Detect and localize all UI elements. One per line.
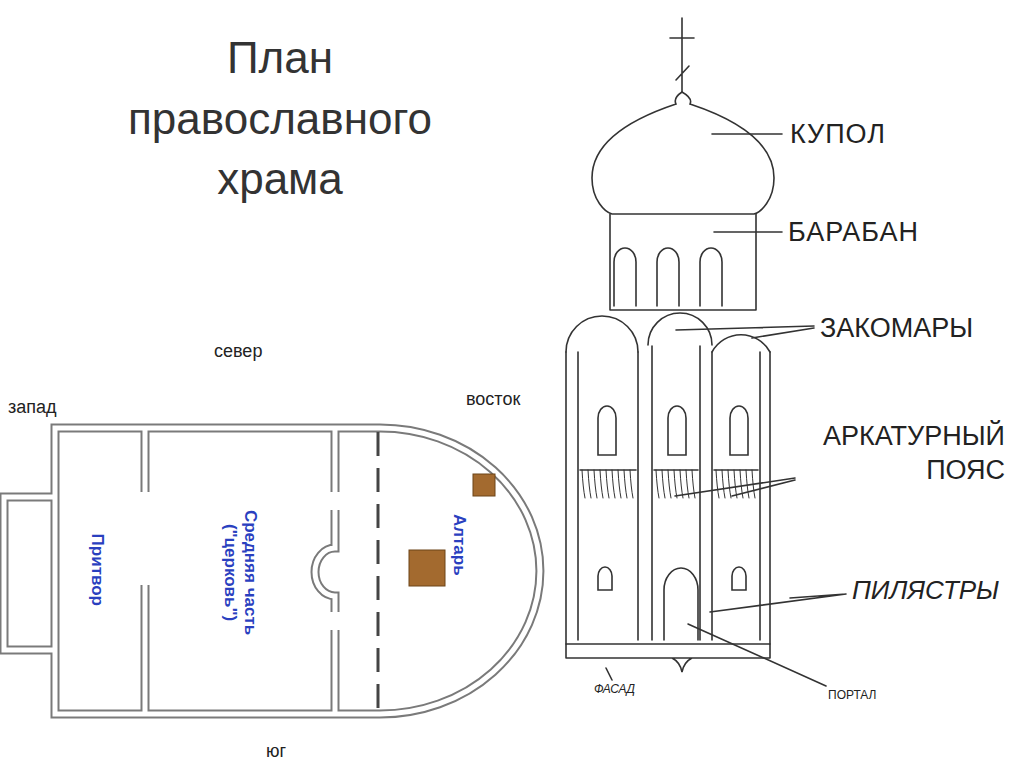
- arcature-stroke: [594, 470, 597, 498]
- room-region: Средняя часть ("церковь"): [152, 436, 328, 708]
- part-name: БАРАБАН: [788, 216, 919, 250]
- arcature-line: [654, 469, 698, 471]
- part-name: КУПОЛ: [790, 118, 886, 152]
- arcature-stroke: [600, 470, 603, 498]
- arcature-stroke: [588, 470, 591, 498]
- arcature-stroke: [630, 470, 633, 498]
- arcature-stroke: [680, 470, 683, 498]
- arcature-stroke: [624, 470, 627, 498]
- room-name: Алтарь: [449, 490, 469, 600]
- arcature-stroke: [582, 470, 585, 498]
- compass-label: восток: [466, 388, 520, 411]
- arcature-stroke: [662, 470, 665, 498]
- arcature-stroke: [656, 470, 659, 498]
- arcature-stroke: [722, 470, 725, 498]
- part-name: АРКАТУРНЫЙ ПОЯС: [800, 420, 1005, 488]
- compass-label: юг: [266, 740, 286, 763]
- arcature-stroke: [746, 470, 749, 498]
- room-region: Притвор: [60, 436, 140, 708]
- arcature-stroke: [668, 470, 671, 498]
- arcature-stroke: [612, 470, 615, 498]
- part-name: ЗАКОМАРЫ: [820, 312, 973, 346]
- compass-label: запад: [8, 396, 57, 419]
- arcature-stroke: [674, 470, 677, 498]
- arcature-stroke: [734, 470, 737, 498]
- page-title: План православного храма: [95, 28, 465, 210]
- arcature-stroke: [606, 470, 609, 498]
- room-name: Притвор: [87, 510, 107, 630]
- compass-label: север: [214, 340, 262, 363]
- arcature-stroke: [618, 470, 621, 498]
- part-name: ПИЛЯСТРЫ: [852, 574, 999, 607]
- part-name: ФАСАД: [594, 682, 635, 697]
- arcature-stroke: [716, 470, 719, 498]
- arcature-line: [714, 469, 758, 471]
- part-name: ПОРТАЛ: [828, 688, 877, 703]
- room-name: Средняя часть ("церковь"): [220, 487, 259, 657]
- arcature-stroke: [728, 470, 731, 498]
- room-region: Алтарь: [386, 436, 536, 708]
